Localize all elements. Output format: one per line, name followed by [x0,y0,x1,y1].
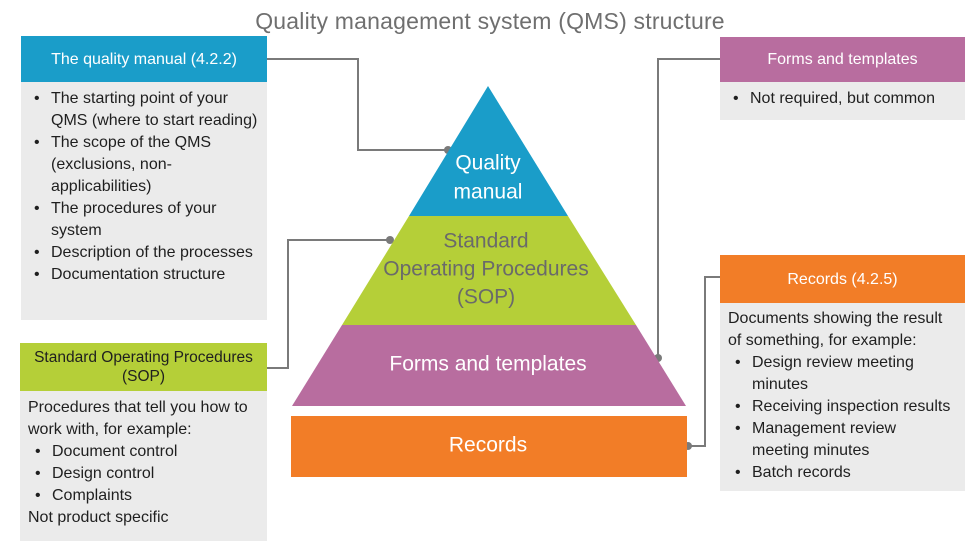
forms-templates-heading: Forms and templates [720,37,965,82]
list-item: Design control [28,463,259,485]
quality-manual-box: The quality manual (4.2.2) The starting … [21,36,267,320]
list-item: Description of the processes [27,242,261,264]
list-item: Complaints [28,485,259,507]
pyramid-label-quality-manual-1: Quality [455,152,521,175]
list-item: Document control [28,441,259,463]
records-intro: Documents showing the result of somethin… [728,310,943,349]
list-item: Documentation structure [27,264,261,286]
sop-footer: Not product specific [28,509,169,526]
list-item: The starting point of your QMS (where to… [27,88,261,132]
pyramid-label-records: Records [449,434,527,457]
connector-quality-manual [267,58,448,151]
pyramid-label-sop-2: Operating Procedures [383,258,588,281]
pyramid-tier-records [291,416,687,477]
pyramid-tier-forms [292,325,686,406]
pyramid-tier-sop [342,216,636,325]
pyramid-label-quality-manual-2: manual [454,181,523,204]
connector-records [688,276,720,447]
connector-dot-sop [386,236,394,244]
list-item: The procedures of your system [27,198,261,242]
sop-intro: Procedures that tell you how to work wit… [28,399,248,438]
quality-manual-list: The starting point of your QMS (where to… [27,88,261,286]
connector-sop [267,239,390,369]
pyramid-label-sop-1: Standard [443,230,528,253]
pyramid-tier-quality-manual [409,86,568,216]
records-box: Records (4.2.5) Documents showing the re… [720,255,965,491]
pyramid-label-forms: Forms and templates [389,353,586,376]
quality-manual-heading: The quality manual (4.2.2) [21,36,267,82]
forms-templates-list: Not required, but common [726,88,959,110]
list-item: Not required, but common [726,88,959,110]
list-item: Batch records [728,462,957,484]
list-item: Receiving inspection results [728,396,957,418]
diagram-title: Quality management system (QMS) structur… [255,8,725,34]
list-item: Design review meeting minutes [728,352,957,396]
pyramid-label-sop-3: (SOP) [457,286,515,309]
sop-heading: Standard Operating Procedures (SOP) [20,343,267,391]
quality-manual-body: The starting point of your QMS (where to… [21,82,267,320]
records-body: Documents showing the result of somethin… [720,303,965,491]
forms-templates-box: Forms and templates Not required, but co… [720,37,965,120]
list-item: Management review meeting minutes [728,418,957,462]
sop-list: Document control Design control Complain… [28,441,259,507]
sop-box: Standard Operating Procedures (SOP) Proc… [20,343,267,541]
records-list: Design review meeting minutes Receiving … [728,352,957,484]
connector-forms [657,58,720,358]
list-item: The scope of the QMS (exclusions, non-ap… [27,132,261,198]
records-heading: Records (4.2.5) [720,255,965,303]
sop-body: Procedures that tell you how to work wit… [20,391,267,541]
forms-templates-body: Not required, but common [720,82,965,120]
